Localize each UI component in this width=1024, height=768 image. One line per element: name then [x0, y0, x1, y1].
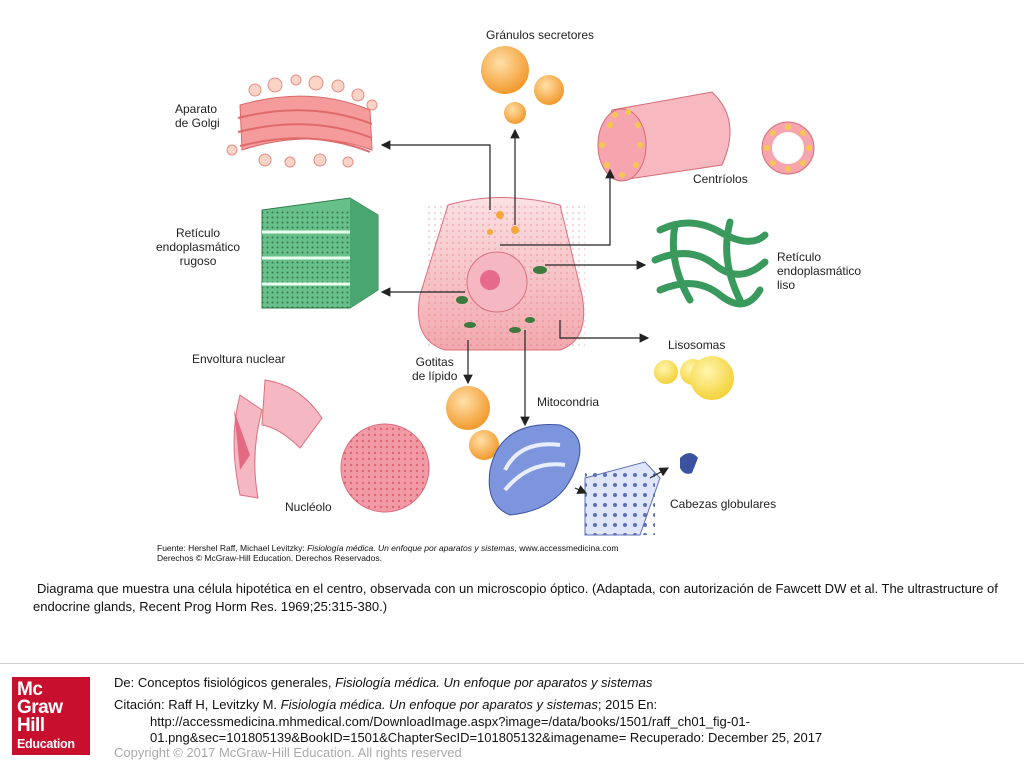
- nucleolus: [340, 423, 430, 513]
- lipid-droplets: [446, 386, 499, 460]
- lysosomes: [654, 356, 734, 400]
- smooth-er: [651, 218, 769, 308]
- label-nucleolo: Nucléolo: [285, 500, 332, 514]
- mcgraw-hill-logo: Mc Graw Hill Education: [12, 677, 90, 755]
- label-mitocondria: Mitocondria: [537, 395, 600, 409]
- nuclear-envelope: [233, 379, 323, 499]
- label-envoltura: Envoltura nuclear: [192, 352, 286, 366]
- label-golgi: Aparato de Golgi: [175, 102, 220, 130]
- copyright: Copyright © 2017 McGraw-Hill Education. …: [114, 745, 462, 760]
- citation-url-continued: 01.png&sec=101805139&BookID=1501&Chapter…: [150, 730, 823, 745]
- secretory-granules: [481, 46, 564, 124]
- globular-heads: [584, 453, 698, 536]
- cell-diagram: [226, 46, 815, 536]
- golgi-apparatus: [226, 74, 378, 168]
- label-granulos: Gránulos secretores: [486, 28, 595, 42]
- figure-caption: Diagrama que muestra una célula hipotéti…: [33, 581, 998, 614]
- rough-er: [261, 197, 379, 309]
- citation-text: Citación: Raff H, Levitzky M. Fisiología…: [114, 697, 658, 712]
- label-gotitas: Gotitas de lípido: [412, 355, 458, 383]
- central-cell: [417, 197, 585, 351]
- label-ser: Retículo endoplasmático liso: [777, 250, 862, 292]
- mitochondrion: [488, 424, 581, 516]
- label-lisosomas: Lisosomas: [668, 338, 726, 352]
- label-cabezas: Cabezas globulares: [670, 497, 777, 511]
- citation-url[interactable]: http://accessmedicina.mhmedical.com/Down…: [150, 714, 750, 729]
- arrows: [380, 128, 670, 494]
- label-rer: Retículo endoplasmático rugoso: [156, 226, 241, 268]
- divider: [0, 663, 1024, 664]
- label-centriolos: Centríolos: [693, 172, 748, 186]
- figure-source: Fuente: Hershel Raff, Michael Levitzky: …: [157, 543, 619, 563]
- citation-from: De: Conceptos fisiológicos generales, Fi…: [114, 675, 653, 690]
- centrioles: [597, 91, 815, 182]
